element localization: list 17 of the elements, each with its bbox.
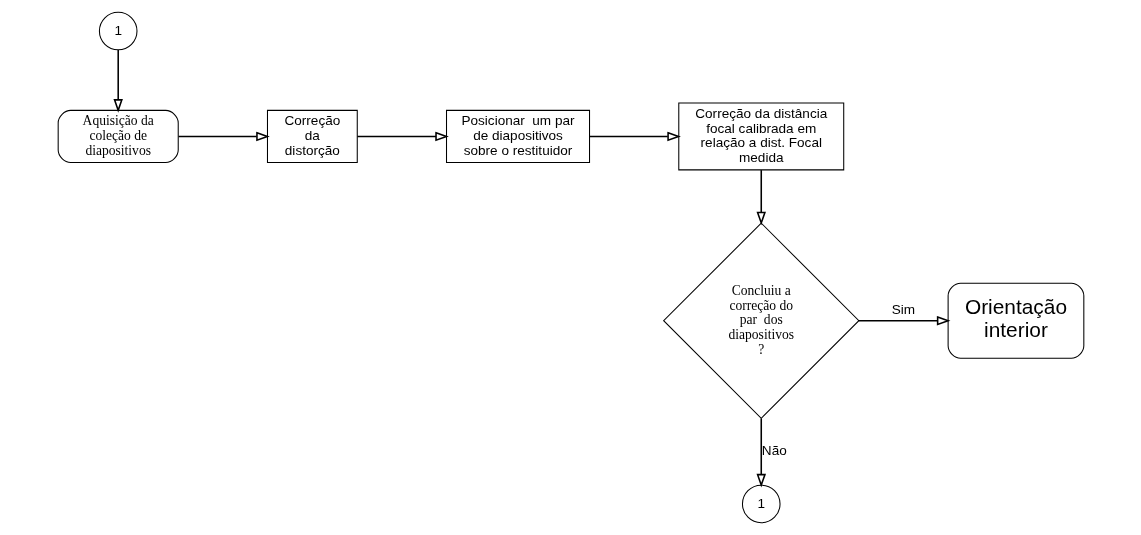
node-diamond: Concluiu a correção do par dos diapositivos ?: [662, 222, 860, 420]
node-box: Correção da distância focal calibrada em relação a dist. Focal medida: [677, 102, 844, 171]
arrow: [756, 417, 766, 488]
arrow: [177, 131, 270, 142]
node-circle: 1: [741, 484, 781, 524]
arrow: [588, 131, 681, 142]
node-box: Posicionar um par de diapositivos sobre o restituidor: [445, 109, 590, 164]
edge-label: Não: [761, 443, 787, 459]
node-box: Aquisição da coleção de diapositivos: [57, 109, 179, 164]
arrow: [112, 49, 123, 113]
arrow: [356, 131, 449, 142]
node-circle: 1: [98, 11, 137, 51]
edge-label: Sim: [891, 301, 915, 317]
arrow: [756, 169, 766, 226]
node-box: Orientação interior: [947, 282, 1084, 359]
arrow: [857, 316, 950, 326]
node-box: Correção da distorção: [266, 109, 358, 164]
